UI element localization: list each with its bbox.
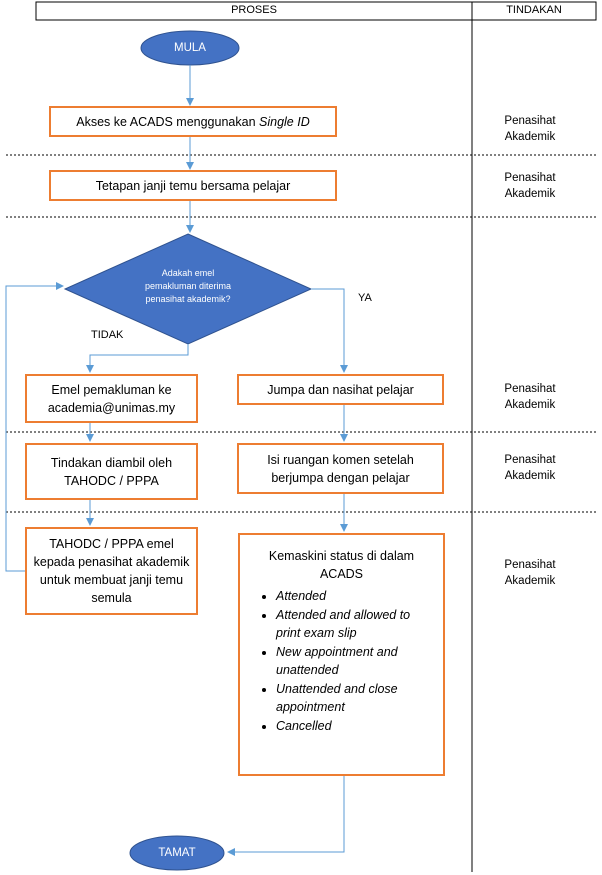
step-tahodc-emel: TAHODC / PPPA emel kepada penasihat akad… xyxy=(25,527,198,615)
arrow-loop xyxy=(5,282,64,572)
start-label: MULA xyxy=(174,42,206,54)
header-proses: PROSES xyxy=(231,4,277,16)
end-terminal xyxy=(129,835,225,871)
step-jumpa-nasihat: Jumpa dan nasihat pelajar xyxy=(237,374,444,405)
header-frame xyxy=(35,1,597,21)
step-akses-acads: Akses ke ACADS menggunakan Single ID xyxy=(49,106,337,137)
step-akses-text: Akses ke ACADS menggunakan Single ID xyxy=(76,114,310,129)
decision-text: Adakah emel pemakluman diterima penasiha… xyxy=(144,268,232,304)
step-tindakan-diambil: Tindakan diambil oleh TAHODC / PPPA xyxy=(25,443,198,500)
end-label: TAMAT xyxy=(158,847,196,859)
arrow-no xyxy=(86,344,189,373)
status-item: Attended and allowed to print exam slip xyxy=(276,606,433,642)
status-item: New appointment and unattended xyxy=(276,643,433,679)
status-item: Unattended and close appointment xyxy=(276,680,433,716)
status-item: Cancelled xyxy=(276,717,433,735)
actor-row3: Penasihat Akademik xyxy=(504,383,556,411)
arrow-yes xyxy=(311,288,348,373)
step-tetapan-janji: Tetapan janji temu bersama pelajar xyxy=(49,170,337,201)
header-tindakan: TINDAKAN xyxy=(506,4,562,16)
kemaskini-title: Kemaskini status di dalam ACADS xyxy=(268,549,415,581)
actor-row2: Penasihat Akademik xyxy=(504,172,556,200)
label-no: TIDAK xyxy=(91,329,124,341)
step-kemaskini-status: Kemaskini status di dalam ACADS Attended… xyxy=(238,533,445,776)
status-item: Attended xyxy=(276,587,433,605)
actor-row5: Penasihat Akademik xyxy=(504,559,556,587)
step-isi-ruangan: Isi ruangan komen setelah berjumpa denga… xyxy=(237,443,444,494)
status-list: Attended Attended and allowed to print e… xyxy=(250,587,433,736)
arrow-end xyxy=(227,776,345,856)
actor-row1: Penasihat Akademik xyxy=(504,115,556,143)
step-emel-pemakluman: Emel pemakluman ke academia@unimas.my xyxy=(25,374,198,423)
label-yes: YA xyxy=(358,292,372,304)
actor-row4: Penasihat Akademik xyxy=(504,454,556,482)
